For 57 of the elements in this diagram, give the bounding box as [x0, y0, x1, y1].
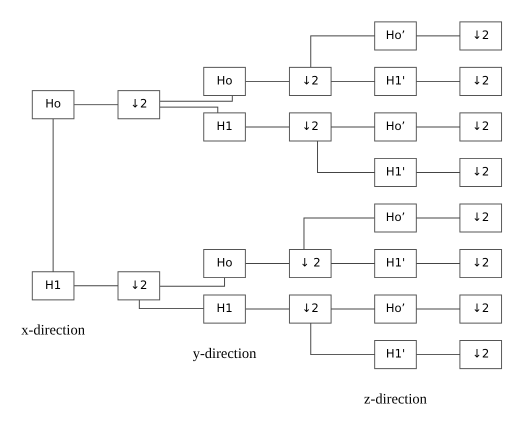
connector	[52, 118, 54, 272]
connector	[416, 80, 460, 82]
connector	[330, 263, 376, 264]
label: x-direction	[21, 322, 85, 339]
node-box: Ho	[203, 66, 246, 96]
connector	[416, 35, 460, 36]
node-box: H1	[32, 271, 74, 300]
connector	[310, 322, 376, 356]
connector	[74, 285, 118, 286]
node-box: Ho’	[374, 112, 417, 142]
connector	[330, 80, 376, 82]
connector	[245, 308, 290, 310]
node-box: ↓2	[118, 90, 160, 120]
node-box: ↓2	[459, 112, 502, 142]
connector	[330, 126, 376, 128]
node-box: H1'	[374, 340, 417, 370]
node-box: H1'	[374, 158, 417, 188]
connector	[416, 354, 460, 356]
node-box: Ho’	[374, 294, 417, 324]
node-box: ↓2	[459, 158, 502, 188]
node-box: ↓2	[459, 248, 502, 278]
connector	[416, 126, 460, 128]
connector	[138, 300, 204, 310]
connector	[245, 80, 290, 82]
node-box: ↓2	[459, 294, 502, 324]
connector	[416, 172, 460, 173]
node-box: Ho’	[374, 21, 417, 50]
connector	[74, 104, 118, 106]
connector	[245, 263, 290, 264]
connector	[416, 308, 460, 310]
node-box: Ho	[203, 248, 246, 278]
connector	[160, 106, 218, 114]
node-box: ↓2	[459, 21, 502, 50]
node-box: ↓2	[288, 66, 332, 96]
node-box: ↓2	[459, 203, 502, 233]
connector	[304, 218, 375, 250]
connector	[310, 35, 376, 68]
connector	[160, 95, 233, 102]
connector	[330, 308, 376, 310]
node-box: ↓ 2	[288, 248, 332, 278]
connector	[245, 126, 290, 128]
node-box: ↓2	[459, 340, 502, 370]
connector	[317, 140, 376, 173]
node-box: ↓2	[118, 271, 160, 300]
label: z-direction	[364, 391, 427, 408]
node-box: H1	[203, 294, 246, 324]
node-box: ↓2	[288, 294, 332, 324]
node-box: Ho’	[374, 203, 417, 233]
node-box: H1'	[374, 248, 417, 278]
node-box: Ho	[32, 90, 74, 120]
connector	[416, 263, 460, 264]
node-box: H1	[203, 112, 246, 142]
node-box: H1'	[374, 66, 417, 96]
connector	[160, 277, 226, 287]
label: y-direction	[192, 346, 256, 362]
node-box: ↓2	[288, 112, 332, 142]
node-box: ↓2	[459, 66, 502, 96]
